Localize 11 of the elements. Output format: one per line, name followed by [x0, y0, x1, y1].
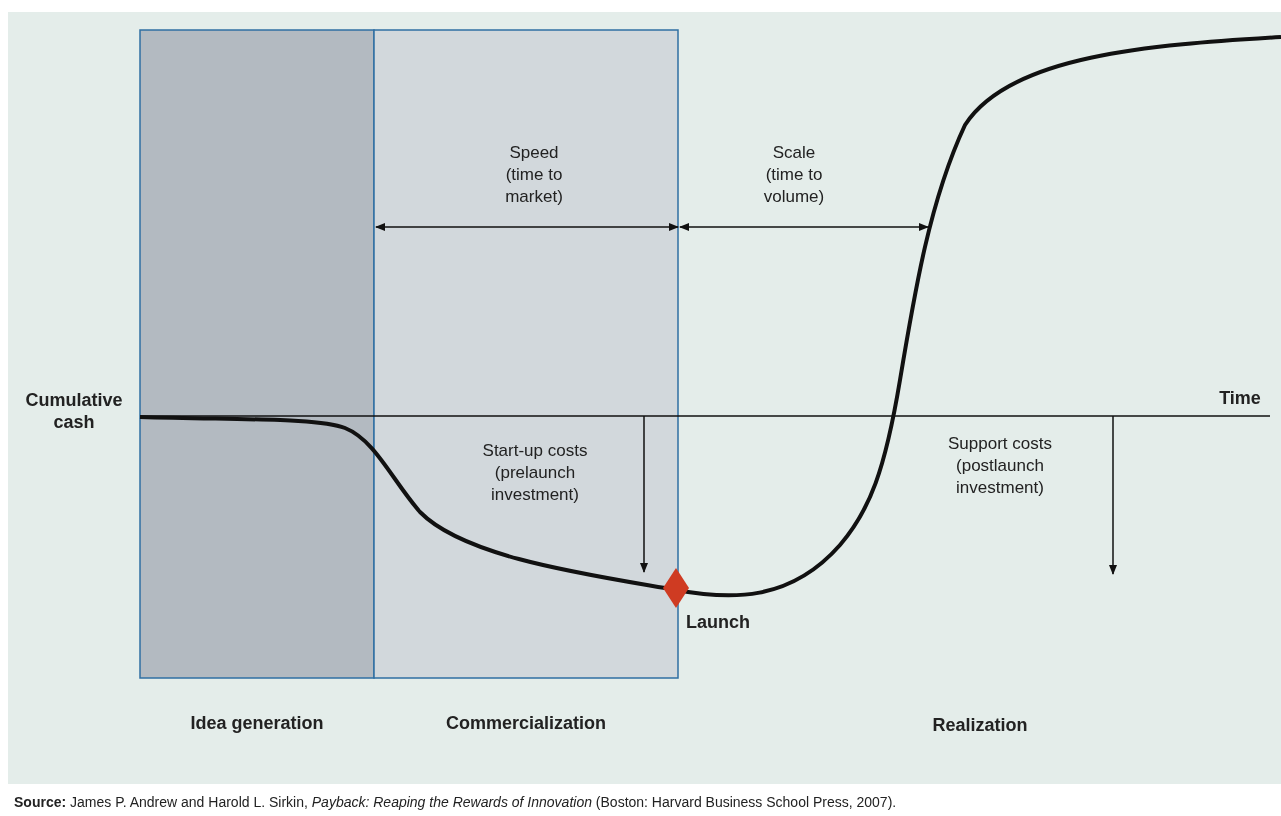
dimension-label: Speed (time to market) [504, 142, 564, 208]
cost-label: Support costs (postlaunch investment) [947, 433, 1053, 499]
dimension-label: Scale (time to volume) [762, 142, 826, 208]
phase-label: Idea generation [189, 712, 325, 734]
axis-label: Cumulative cash [24, 389, 124, 433]
phase-label: Commercialization [444, 712, 607, 734]
axis-label: Time [1218, 387, 1262, 409]
milestone-label: Launch [686, 611, 750, 633]
cost-label: Start-up costs (prelaunch investment) [481, 440, 589, 506]
source-note: Source: James P. Andrew and Harold L. Sirkin, Payback: Reaping the Rewards of Innovation (Boston: Harvard Business School Press, 2007). [14, 794, 897, 810]
phase-label: Realization [931, 714, 1029, 736]
